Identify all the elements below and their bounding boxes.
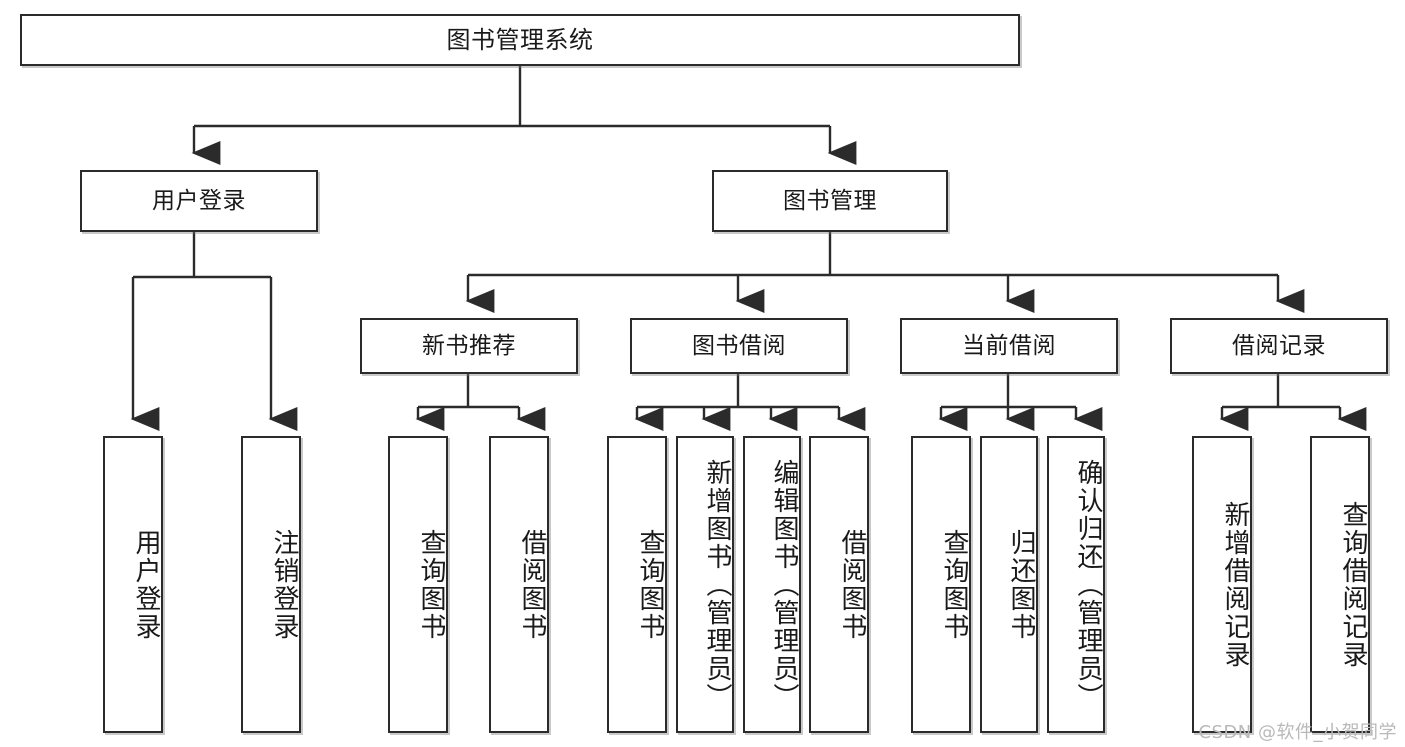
node-label: 新增图书（管理员） [702, 458, 732, 711]
leaf-borrow-borrow-book[interactable]: 借阅图书 [809, 436, 869, 733]
node-label: 确认归还（管理员） [1073, 458, 1103, 711]
leaf-borrow-edit-book-admin[interactable]: 编辑图书（管理员） [743, 436, 801, 733]
leaf-new-book-query[interactable]: 查询图书 [388, 436, 448, 733]
node-label: 查询图书 [416, 528, 446, 641]
node-label: 图书借阅 [692, 332, 786, 359]
leaf-user-login-logout[interactable]: 注销登录 [241, 436, 301, 733]
node-root-book-management-system[interactable]: 图书管理系统 [20, 14, 1020, 66]
node-borrow-record[interactable]: 借阅记录 [1170, 318, 1388, 374]
csdn-watermark: CSDN @软件_小贺同学 [1198, 722, 1397, 743]
leaf-current-confirm-return-admin[interactable]: 确认归还（管理员） [1047, 436, 1105, 733]
node-label: 查询图书 [635, 528, 665, 641]
node-label: 查询借阅记录 [1338, 500, 1368, 669]
node-new-book-recommend[interactable]: 新书推荐 [360, 318, 578, 374]
node-label: 借阅图书 [517, 528, 547, 641]
node-current-borrow[interactable]: 当前借阅 [900, 318, 1118, 374]
node-book-borrow[interactable]: 图书借阅 [630, 318, 848, 374]
node-label: 归还图书 [1006, 528, 1036, 641]
node-label: 图书管理系统 [446, 26, 594, 54]
leaf-record-query-record[interactable]: 查询借阅记录 [1310, 436, 1370, 733]
node-label: 借阅图书 [837, 528, 867, 641]
leaf-new-book-borrow[interactable]: 借阅图书 [489, 436, 549, 733]
node-label: 用户登录 [131, 528, 161, 641]
leaf-borrow-query-book[interactable]: 查询图书 [607, 436, 667, 733]
leaf-current-return-book[interactable]: 归还图书 [980, 436, 1038, 733]
node-label: 新书推荐 [422, 332, 516, 359]
node-book-management[interactable]: 图书管理 [712, 170, 948, 232]
node-label: 图书管理 [783, 187, 877, 214]
node-user-login[interactable]: 用户登录 [80, 170, 318, 232]
node-label: 当前借阅 [962, 332, 1056, 359]
node-label: 编辑图书（管理员） [769, 458, 799, 711]
node-label: 查询图书 [939, 528, 969, 641]
node-label: 用户登录 [152, 187, 246, 214]
leaf-current-query-book[interactable]: 查询图书 [911, 436, 971, 733]
leaf-borrow-add-book-admin[interactable]: 新增图书（管理员） [676, 436, 734, 733]
node-label: 注销登录 [269, 528, 299, 641]
leaf-record-add-record[interactable]: 新增借阅记录 [1192, 436, 1252, 733]
leaf-user-login-login[interactable]: 用户登录 [103, 436, 163, 733]
node-label: 借阅记录 [1232, 332, 1326, 359]
node-label: 新增借阅记录 [1220, 500, 1250, 669]
